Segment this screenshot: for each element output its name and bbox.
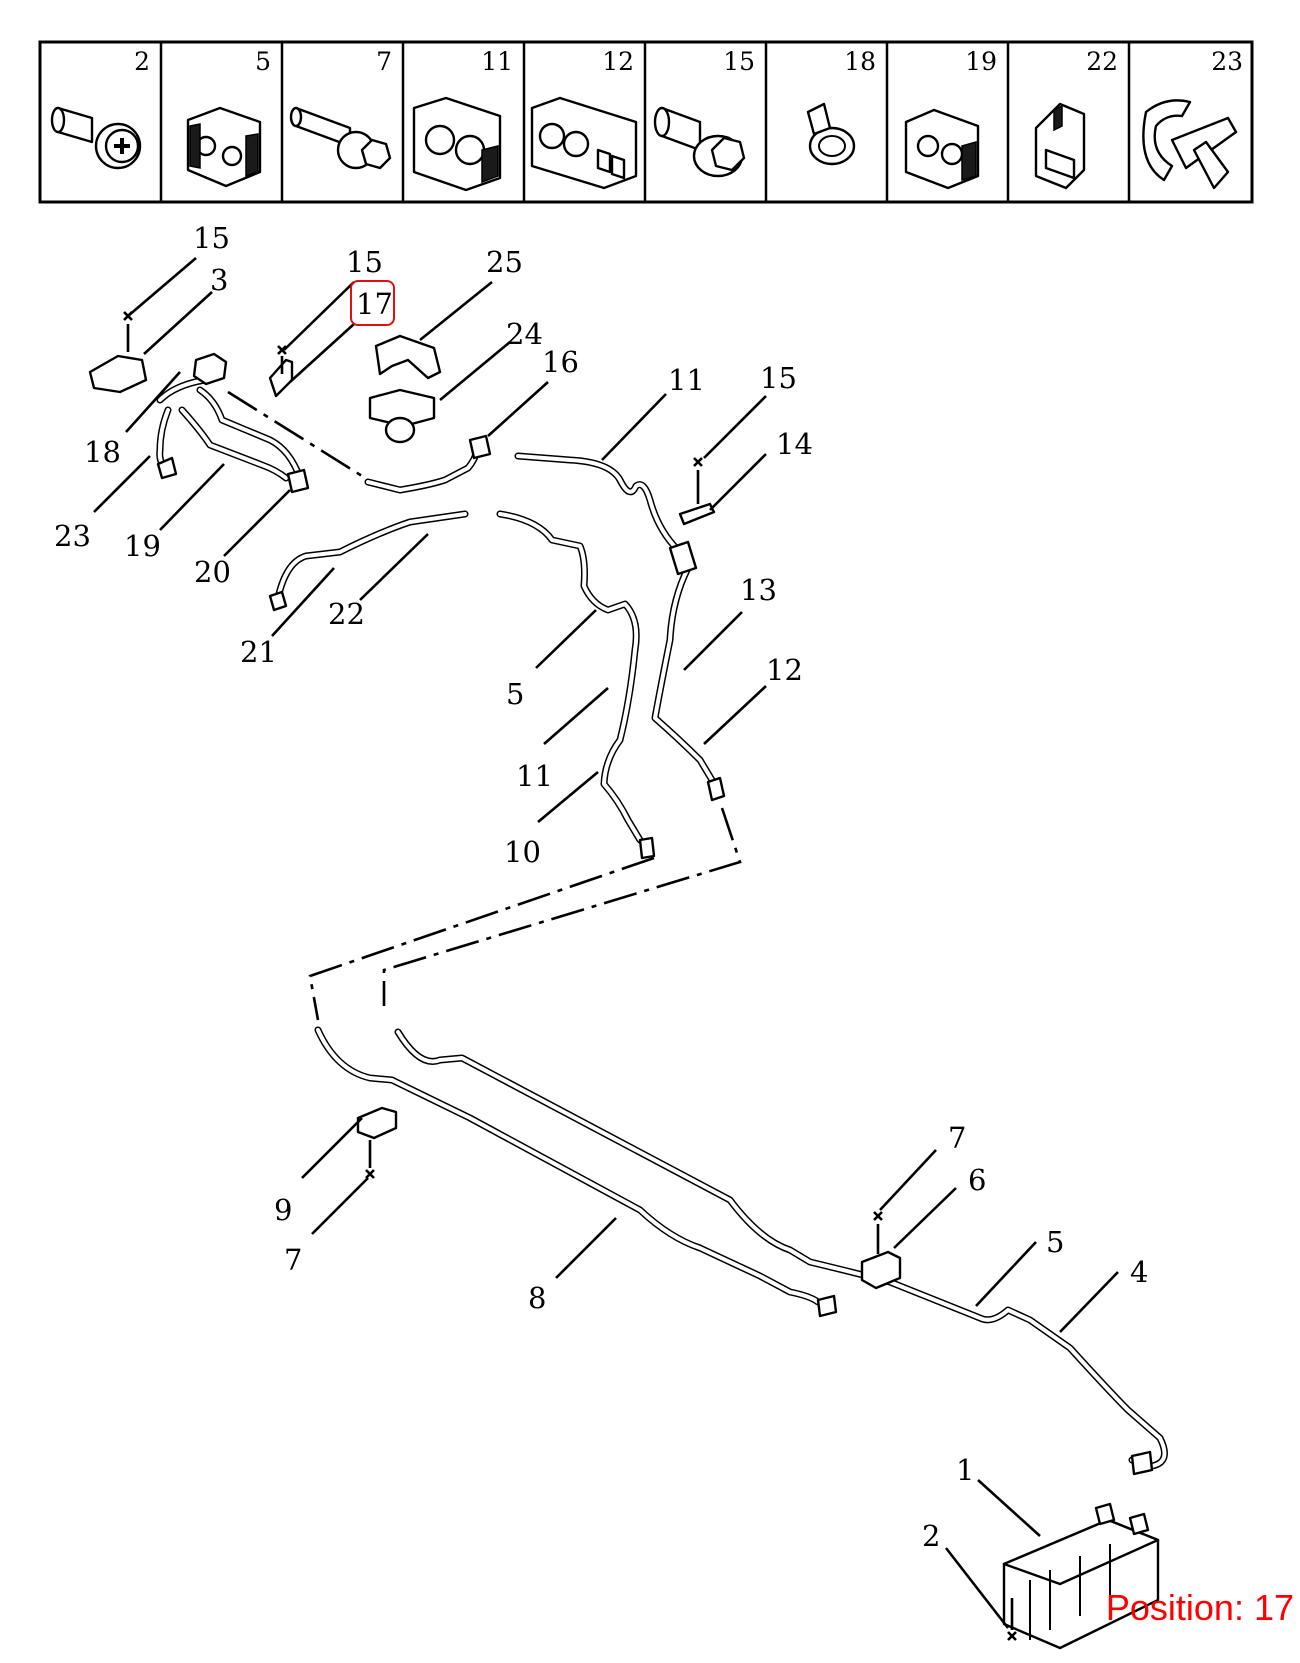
callout-4: 4 bbox=[1130, 1255, 1148, 1289]
legend-cell-15-number: 15 bbox=[723, 47, 755, 76]
callout-6: 6 bbox=[968, 1163, 986, 1197]
callout-10: 10 bbox=[504, 835, 541, 869]
part-25-hose bbox=[374, 334, 442, 380]
callout-3: 3 bbox=[210, 263, 228, 297]
double-clip-icon bbox=[186, 106, 262, 188]
legend-cell-11-number: 11 bbox=[481, 47, 513, 76]
pipe-end-fitting-12 bbox=[706, 776, 726, 802]
retaining-clip-icon bbox=[1142, 99, 1238, 190]
callout-16: 16 bbox=[542, 345, 579, 379]
legend-cell-18-number: 18 bbox=[844, 47, 876, 76]
pipe-clip-icon bbox=[904, 108, 980, 190]
part-16-connector bbox=[468, 434, 492, 460]
hex-bolt-icon bbox=[289, 106, 392, 170]
part-18-clip bbox=[192, 352, 228, 386]
pipe-end-fitting-21 bbox=[268, 590, 288, 612]
pipe-damper bbox=[668, 540, 698, 576]
part-3-sensor bbox=[88, 354, 148, 394]
part-23-connector bbox=[156, 456, 178, 480]
callout-5-middle: 5 bbox=[506, 677, 524, 711]
callout-8: 8 bbox=[528, 1281, 546, 1315]
pipe-end-fitting-8 bbox=[816, 1294, 838, 1318]
callout-24: 24 bbox=[506, 317, 543, 351]
pipe-end-fitting-10 bbox=[638, 836, 656, 860]
leader-lines bbox=[93, 257, 1119, 1629]
legend-strip: 2 5 7 11 12 15 18 19 22 23 bbox=[38, 40, 1254, 204]
fastener-marks bbox=[123, 311, 1017, 1641]
part-6-bracket bbox=[860, 1250, 902, 1290]
twin-pipe-holder-icon bbox=[412, 96, 502, 192]
push-clip-icon bbox=[1034, 102, 1086, 190]
part-24-valve bbox=[368, 388, 436, 444]
callout-2: 2 bbox=[922, 1519, 940, 1553]
legend-cell-2-number: 2 bbox=[134, 47, 150, 76]
callout-9: 9 bbox=[274, 1193, 292, 1227]
callout-11-middle: 11 bbox=[516, 759, 553, 793]
position-badge: Position: 17 bbox=[1105, 1587, 1294, 1628]
callout-13: 13 bbox=[740, 573, 777, 607]
legend-cell-22-number: 22 bbox=[1086, 47, 1118, 76]
pipe-end-fitting-4 bbox=[1130, 1450, 1154, 1476]
callout-1: 1 bbox=[956, 1453, 974, 1487]
callout-numbers: 15 3 18 23 19 20 15 17 25 24 16 21 22 11… bbox=[54, 221, 1148, 1553]
part-9-bracket bbox=[356, 1106, 398, 1140]
callout-20: 20 bbox=[194, 555, 231, 589]
callout-15-top-center: 15 bbox=[346, 245, 383, 279]
legend-cell-12-number: 12 bbox=[602, 47, 634, 76]
callout-17: 17 bbox=[356, 287, 393, 321]
callout-7-left: 7 bbox=[284, 1243, 302, 1277]
callout-15-top-left: 15 bbox=[193, 221, 230, 255]
callout-14: 14 bbox=[776, 427, 813, 461]
hose-clamp-icon bbox=[806, 102, 856, 166]
callout-19: 19 bbox=[124, 529, 161, 563]
callout-23: 23 bbox=[54, 519, 91, 553]
callout-7-right: 7 bbox=[948, 1121, 966, 1155]
callout-11-top: 11 bbox=[668, 363, 705, 397]
part-17-bracket bbox=[268, 358, 294, 398]
callout-25: 25 bbox=[486, 245, 523, 279]
callout-12: 12 bbox=[766, 653, 803, 687]
part-20-connector bbox=[286, 468, 310, 494]
callout-15-top-right: 15 bbox=[760, 361, 797, 395]
callout-5-right: 5 bbox=[1046, 1225, 1064, 1259]
legend-cell-5-number: 5 bbox=[255, 47, 271, 76]
legend-cell-19-number: 19 bbox=[965, 47, 997, 76]
component-parts bbox=[88, 311, 1160, 1650]
phillips-screw-icon bbox=[50, 106, 142, 170]
fuel-pipe-assembly bbox=[156, 368, 1168, 1470]
legend-cell-7-number: 7 bbox=[376, 47, 392, 76]
callout-22: 22 bbox=[328, 597, 365, 631]
part-14-bracket bbox=[678, 502, 716, 526]
triple-pipe-holder-icon bbox=[530, 96, 638, 190]
flange-bolt-icon bbox=[653, 106, 746, 178]
legend-cell-23-number: 23 bbox=[1211, 47, 1243, 76]
callout-21: 21 bbox=[240, 635, 277, 669]
callout-18: 18 bbox=[84, 435, 121, 469]
callout-17-highlight bbox=[350, 280, 395, 326]
